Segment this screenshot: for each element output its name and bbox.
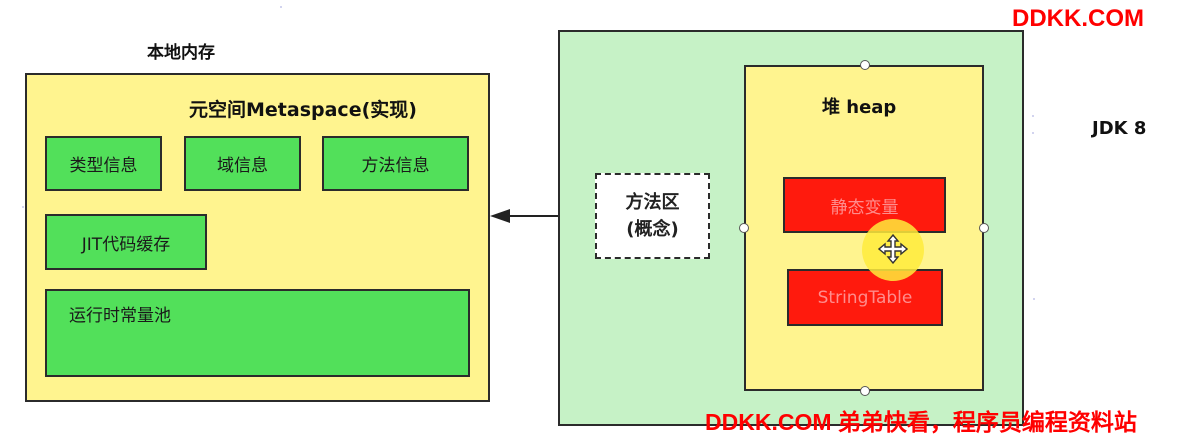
metaspace-item-type-info: 类型信息 xyxy=(45,136,162,191)
metaspace-item-label: 域信息 xyxy=(217,156,268,176)
heap-item-label: StringTable xyxy=(817,287,913,308)
heap-item-string-table: StringTable xyxy=(787,269,943,326)
metaspace-item-label: 方法信息 xyxy=(361,156,430,176)
move-cursor-icon xyxy=(878,234,908,264)
heap-resize-handle-right[interactable] xyxy=(979,223,989,233)
watermark-bottom: DDKK.COM 弟弟快看，程序员编程资料站 xyxy=(705,409,1137,435)
heap-item-static-variables: 静态变量 xyxy=(783,177,946,233)
watermark-top: DDKK.COM xyxy=(1012,5,1144,32)
metaspace-item-jit-cache: JIT代码缓存 xyxy=(45,214,207,270)
metaspace-title: 元空间Metaspace(实现) xyxy=(189,99,417,121)
heap-item-label: 静态变量 xyxy=(830,197,899,218)
method-area-sublabel: (概念) xyxy=(626,219,679,240)
method-area-concept-box: 方法区 (概念) xyxy=(595,173,710,259)
method-area-label: 方法区 xyxy=(625,192,680,213)
metaspace-item-runtime-constant-pool: 运行时常量池 xyxy=(45,289,470,377)
metaspace-item-field-info: 域信息 xyxy=(184,136,301,191)
metaspace-item-label: 类型信息 xyxy=(69,156,138,176)
native-memory-label: 本地内存 xyxy=(147,43,215,63)
heap-resize-handle-top[interactable] xyxy=(860,60,870,70)
heap-title: 堆 heap xyxy=(822,97,897,118)
metaspace-item-label: JIT代码缓存 xyxy=(81,234,171,255)
metaspace-item-method-info: 方法信息 xyxy=(322,136,469,191)
heap-resize-handle-left[interactable] xyxy=(739,223,749,233)
heap-resize-handle-bottom[interactable] xyxy=(860,386,870,396)
metaspace-item-label: 运行时常量池 xyxy=(69,306,171,326)
jdk8-label: JDK 8 xyxy=(1092,118,1147,139)
